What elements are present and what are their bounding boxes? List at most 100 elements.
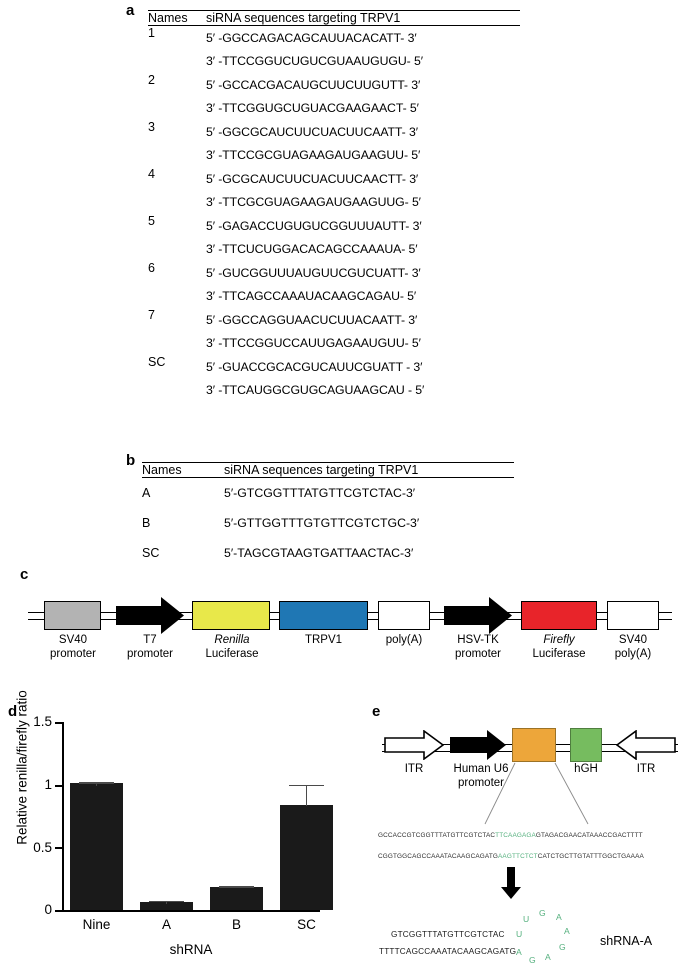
- y-axis-tick: [55, 784, 62, 787]
- construct-label-trpv1: TRPV1: [279, 634, 368, 648]
- construct-element-hgh: [570, 728, 602, 762]
- table-b-body: A 5′-GTCGGTTTATGTTCGTCTAC-3′ B 5′-GTTGGT…: [142, 478, 514, 569]
- error-bar-cap-a: [149, 900, 184, 903]
- label-line-1: Firefly: [515, 634, 603, 648]
- sequence-top-loop: TTCAAGAGA: [495, 832, 536, 839]
- construct-label-hsvtk-promoter: HSV-TK promoter: [436, 634, 520, 661]
- construct-element-firefly-luciferase: [521, 601, 597, 630]
- row-name: 4: [148, 167, 155, 181]
- siRNA-table-b: Names siRNA sequences targeting TRPV1 A …: [142, 462, 514, 568]
- sequence-bottom-pre: CGGTGGCAGCCAAATACAAGCAGATG: [378, 853, 499, 860]
- construct-element-hsvtk-promoter: [444, 597, 512, 639]
- construct-element-polya: [378, 601, 430, 630]
- label-line-2: Luciferase: [532, 647, 586, 660]
- row-antisense-sequence: 3′ -TTCGGUGCUGUACGAAGAACT- 5′: [206, 101, 419, 116]
- label-line-1: HSV-TK: [457, 634, 499, 646]
- y-tick-label: 1: [44, 777, 52, 792]
- row-antisense-sequence: 3′ -TTCAGCCAAAUACAAGCAGAU- 5′: [206, 289, 417, 304]
- table-row: SC 5′ -GUACCGCACGUCAUUCGUATT - 3′: [148, 355, 520, 379]
- construct-element-shrna-cassette: [512, 728, 556, 762]
- row-antisense-sequence: 3′ -TTCAUGGCGUGCAGUAAGCAU - 5′: [206, 383, 425, 398]
- table-row: 3′ -TTCGGUGCUGUACGAAGAACT- 5′: [148, 97, 520, 121]
- arrow-right-icon: [444, 597, 512, 634]
- row-sense-sequence: 5′ -GUCGGUUUAUGUUCGUCUATT- 3′: [206, 265, 421, 280]
- down-arrow-icon: [501, 867, 521, 899]
- label-line-1: SV40: [618, 634, 648, 646]
- hairpin-loop-nt-4: A: [556, 912, 562, 922]
- sequence-top-pre: GCCACCGTCGGTTTATGTTCGTCTAC: [378, 832, 496, 839]
- row-name-blank: [148, 50, 206, 74]
- row-name: 2: [148, 73, 155, 87]
- arrow-right-icon: [116, 597, 184, 634]
- label-line-1-italic: Renilla: [214, 634, 250, 646]
- label-line-1: T7: [143, 634, 157, 646]
- row-name: 5: [148, 214, 155, 228]
- table-b-header-row: Names siRNA sequences targeting TRPV1: [142, 462, 514, 478]
- table-row: 4 5′ -GCGCAUCUUCUACUUCAACTT- 3′: [148, 167, 520, 191]
- construct-element-sv40-promoter: [44, 601, 101, 630]
- construct-label-firefly-luciferase: Firefly Luciferase: [515, 634, 603, 661]
- row-name-blank: [148, 191, 206, 215]
- sequence-bottom-post: CATCTGCTTGTATTTGGCTGAAAA: [537, 853, 644, 860]
- label-line-1: poly(A): [385, 634, 423, 646]
- row-name: 3: [148, 120, 155, 134]
- row-name-blank: [148, 144, 206, 168]
- chart-x-axis: [62, 910, 320, 913]
- y-axis-tick: [55, 722, 62, 725]
- error-bar-cap-b: [219, 885, 254, 888]
- row-sense-sequence: 5′ -GCCACGACAUGCUUCUUGUTT- 3′: [206, 77, 421, 92]
- row-name-blank: [148, 238, 206, 262]
- chart-x-axis-label: shRNA: [169, 942, 213, 957]
- construct-label-hgh: hGH: [564, 763, 608, 777]
- table-row: 5 5′ -GAGACCUGUGUCGGUUUAUTT- 3′: [148, 214, 520, 238]
- y-tick-label: 0: [44, 902, 52, 917]
- label-line-1: ITR: [404, 763, 424, 775]
- sequence-top-strand: GCCACCGTCGGTTTATGTTCGTCTACTTCAAGAGAGTAGA…: [378, 832, 643, 839]
- hairpin-loop-nt-8: G: [529, 955, 536, 965]
- error-bar-sc: [305, 784, 308, 806]
- label-line-1: hGH: [574, 763, 598, 775]
- error-bar-nine: [95, 781, 98, 786]
- panel-c-construct-diagram: SV40 promoter T7 promoter Renilla Lucife…: [0, 590, 700, 685]
- row-sequence: 5′-TAGCGTAAGTGATTAACTAC-3′: [224, 546, 414, 560]
- bar-b: [210, 886, 263, 910]
- table-row: 3′ -TTCAUGGCGUGCAGUAAGCAU - 5′: [148, 379, 520, 403]
- table-row: 3′ -TTCGCGUAGAAGAUGAAGUUG- 5′: [148, 191, 520, 215]
- sequence-bottom-strand: CGGTGGCAGCCAAATACAAGCAGATGAAGTTCTCTCATCT…: [378, 853, 644, 860]
- row-sense-sequence: 5′ -GGCCAGACAGCAUUACACATT- 3′: [206, 30, 417, 45]
- construct-label-sv40-polya: SV40 poly(A): [598, 634, 668, 661]
- hairpin-bottom-strand: TTTTCAGCCAAATACAAGCAGATG: [379, 947, 516, 956]
- panel-c-letter: c: [20, 566, 29, 583]
- label-line-1-italic: Firefly: [543, 634, 575, 646]
- x-tick-label-a: A: [161, 917, 171, 932]
- construct-element-trpv1: [279, 601, 368, 630]
- table-row: 3 5′ -GGCGCAUCUUCUACUUCAATT- 3′: [148, 120, 520, 144]
- panel-e-aav-construct: ITR Human U6 promoter hGH ITR GCCACCGTCG…: [360, 700, 700, 969]
- construct-label-itr-left: ITR: [382, 763, 446, 777]
- table-row: 6 5′ -GUCGGUUUAUGUUCGUCUATT- 3′: [148, 261, 520, 285]
- sequence-bottom-loop: AAGTTCTCT: [498, 853, 538, 860]
- error-bar-cap-nine: [79, 781, 114, 784]
- hairpin-loop-nt-6: G: [559, 942, 566, 952]
- row-name: SC: [148, 355, 166, 369]
- label-line-2: Luciferase: [205, 647, 259, 660]
- column-header-names: Names: [142, 463, 182, 477]
- label-line-1: Renilla: [188, 634, 276, 648]
- chart-y-axis-label: Relative renilla/firefly ratio: [14, 690, 30, 845]
- construct-element-renilla-luciferase: [192, 601, 270, 630]
- row-sense-sequence: 5′ -GCGCAUCUUCUACUUCAACTT- 3′: [206, 171, 419, 186]
- row-name-blank: [148, 332, 206, 356]
- row-sense-sequence: 5′ -GGCCAGGUAACUCUUACAATT- 3′: [206, 312, 418, 327]
- table-row: 2 5′ -GCCACGACAUGCUUCUUGUTT- 3′: [148, 73, 520, 97]
- label-line-2: promoter: [454, 647, 502, 660]
- hairpin-loop-nt-9: A: [516, 947, 522, 957]
- construct-label-sv40-promoter: SV40 promoter: [32, 634, 114, 661]
- row-sequence: 5′-GTTGGTTTGTGTTCGTCTGC-3′: [224, 516, 420, 530]
- row-sequence: 5′-GTCGGTTTATGTTCGTCTAC-3′: [224, 486, 416, 500]
- chart-y-axis: [62, 722, 65, 912]
- hairpin-loop-nt-3: G: [539, 908, 546, 918]
- open-arrow-left-icon: [615, 729, 676, 761]
- bar-sc: [280, 804, 333, 910]
- table-row: 3′ -TTCAGCCAAAUACAAGCAGAU- 5′: [148, 285, 520, 309]
- row-name: A: [142, 486, 151, 500]
